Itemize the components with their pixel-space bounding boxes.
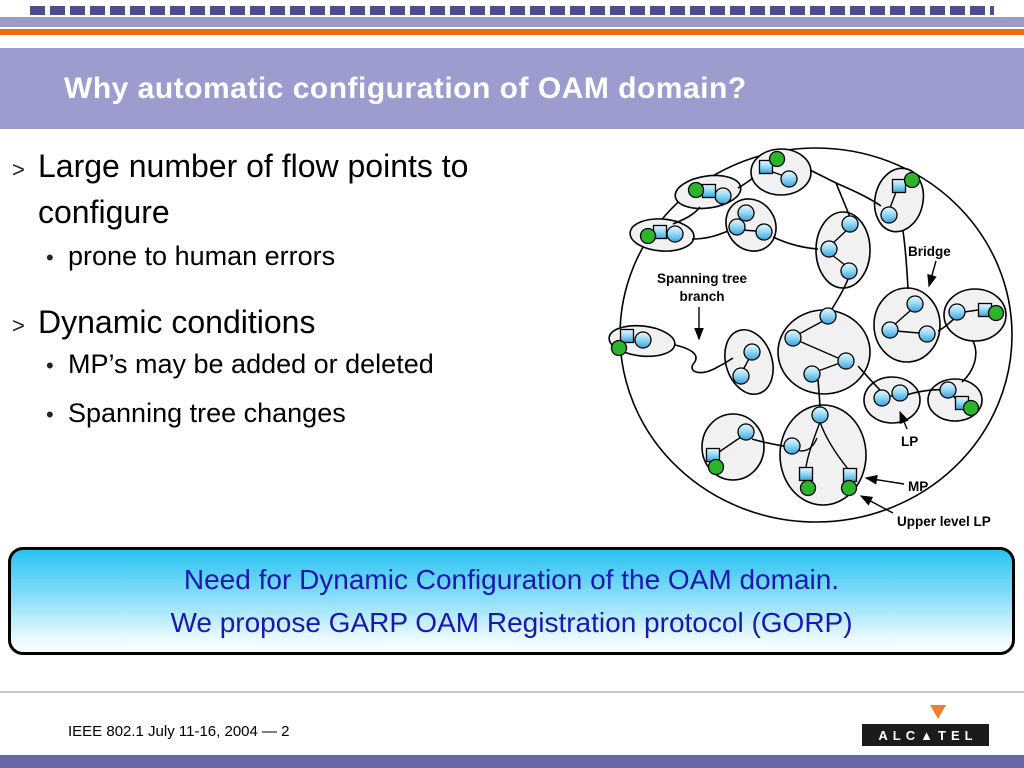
bridge-internal-links	[655, 170, 979, 470]
spanning-tree-branches	[672, 169, 977, 448]
conclusion-callout: Need for Dynamic Configuration of the OA…	[8, 547, 1015, 655]
upper-level-lp-ports	[610, 150, 1005, 497]
bullet-marker: >	[12, 313, 25, 338]
mp-label: MP	[908, 479, 928, 494]
top-dashed-bar	[30, 6, 994, 15]
bullet-text: Spanning tree changes	[68, 398, 346, 428]
bullet-human-errors: • prone to human errors	[46, 241, 335, 272]
top-orange-bar	[0, 29, 1024, 35]
alcatel-logo: ALC▲TEL	[862, 724, 989, 746]
lp-arrow	[899, 410, 909, 430]
bullet-text: prone to human errors	[68, 241, 336, 271]
footer-text: IEEE 802.1 July 11-16, 2004 — 2	[68, 723, 290, 740]
bullet-mps-added-deleted: • MP’s may be added or deleted	[46, 349, 434, 380]
callout-line2: We propose GARP OAM Registration protoco…	[170, 607, 853, 638]
bullet-spanning-tree-changes: • Spanning tree changes	[46, 398, 346, 429]
bullet-dynamic-conditions: > Dynamic conditions	[12, 299, 538, 345]
bullet-marker: •	[46, 402, 54, 427]
bullet-marker: >	[12, 157, 25, 182]
lp-ports	[634, 170, 966, 455]
bullet-marker: •	[46, 245, 54, 270]
spanning-tree-label-line1: Spanning tree	[657, 271, 748, 286]
bridge-arrow	[927, 260, 937, 288]
bullet-text: MP’s may be added or deleted	[68, 349, 434, 379]
alcatel-triangle-icon	[930, 705, 946, 719]
bridge-label: Bridge	[908, 244, 951, 259]
diagram-annotations: Bridge Spanning tree branch LP MP Upper …	[657, 244, 991, 529]
spanning-tree-label-line2: branch	[679, 289, 724, 304]
upper-level-lp-arrow	[859, 495, 894, 514]
bullet-text: Dynamic conditions	[38, 304, 316, 340]
title-band: Why automatic configuration of OAM domai…	[0, 48, 1024, 129]
mp-arrow	[864, 474, 905, 485]
bottom-purple-bar	[0, 755, 1024, 768]
upper-level-lp-label: Upper level LP	[897, 514, 991, 529]
bullet-marker: •	[46, 353, 54, 378]
page-title: Why automatic configuration of OAM domai…	[64, 71, 747, 105]
bullet-text: Large number of flow points to configure	[38, 148, 469, 231]
oam-domain-diagram: Bridge Spanning tree branch LP MP Upper …	[608, 147, 1013, 529]
bullet-flow-points: > Large number of flow points to configu…	[12, 143, 538, 236]
top-lavender-bar	[0, 17, 1024, 27]
footer-divider	[0, 691, 1024, 693]
callout-line1: Need for Dynamic Configuration of the OA…	[183, 563, 840, 595]
bridge-ellipses	[608, 148, 1007, 506]
lp-label: LP	[901, 434, 918, 449]
